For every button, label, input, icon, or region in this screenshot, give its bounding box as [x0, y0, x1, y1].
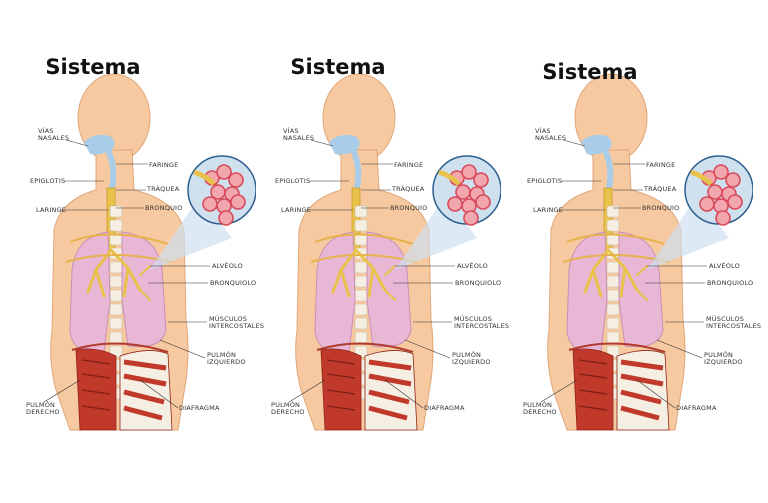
- label-pulmon-izquierdo: PULMÓN IZQUIERDO: [207, 352, 246, 366]
- label-bronquio: BRONQUIO: [390, 205, 427, 212]
- label-faringe: FARINGE: [149, 162, 178, 169]
- intercostal-muscles: [321, 349, 417, 430]
- label-pulmon-derecho: PULMÓN DERECHO: [271, 402, 305, 416]
- label-laringe: LARINGE: [533, 207, 563, 214]
- label-pulmon-derecho: PULMÓN DERECHO: [523, 402, 557, 416]
- label-laringe: LARINGE: [36, 207, 66, 214]
- label-diafragma: DIAFRAGMA: [676, 405, 717, 412]
- label-alveolo: ALVÉOLO: [709, 263, 740, 270]
- label-traquea: TRÁQUEA: [392, 186, 424, 193]
- panel-title: Sistema: [0, 55, 193, 79]
- label-vias-nasales: VÍAS NASALES: [283, 128, 314, 142]
- label-faringe: FARINGE: [646, 162, 675, 169]
- label-pulmon-izquierdo: PULMÓN IZQUIERDO: [704, 352, 743, 366]
- label-faringe: FARINGE: [394, 162, 423, 169]
- label-alveolo: ALVÉOLO: [457, 263, 488, 270]
- label-bronquiolo: BRONQUIOLO: [707, 280, 753, 287]
- intercostal-muscles: [573, 349, 669, 430]
- intercostal-muscles: [76, 349, 172, 430]
- panel-title: Sistema: [238, 55, 438, 79]
- label-vias-nasales: VÍAS NASALES: [535, 128, 566, 142]
- label-traquea: TRÁQUEA: [147, 186, 179, 193]
- label-laringe: LARINGE: [281, 207, 311, 214]
- label-bronquiolo: BRONQUIOLO: [455, 280, 501, 287]
- label-pulmon-izquierdo: PULMÓN IZQUIERDO: [452, 352, 491, 366]
- label-pulmon-derecho: PULMÓN DERECHO: [26, 402, 60, 416]
- label-vias-nasales: VÍAS NASALES: [38, 128, 69, 142]
- label-diafragma: DIAFRAGMA: [179, 405, 220, 412]
- panel-title: Sistema: [490, 60, 690, 84]
- label-bronquio: BRONQUIO: [642, 205, 679, 212]
- label-traquea: TRÁQUEA: [644, 186, 676, 193]
- label-epiglotis: EPIGLOTIS: [30, 178, 65, 185]
- label-musculos: MÚSCULOS INTERCOSTALES: [706, 316, 761, 330]
- label-alveolo: ALVÉOLO: [212, 263, 243, 270]
- label-diafragma: DIAFRAGMA: [424, 405, 465, 412]
- label-epiglotis: EPIGLOTIS: [527, 178, 562, 185]
- label-bronquio: BRONQUIO: [145, 205, 182, 212]
- label-epiglotis: EPIGLOTIS: [275, 178, 310, 185]
